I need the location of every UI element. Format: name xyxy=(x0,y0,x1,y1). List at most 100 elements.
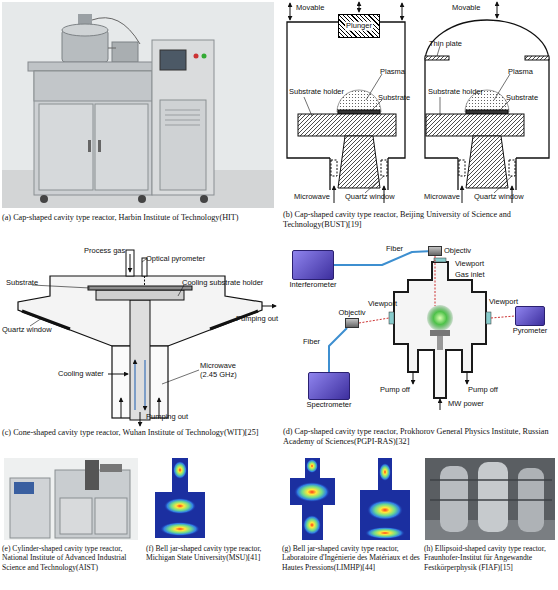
part-label: Microwave xyxy=(294,193,330,202)
dome-cavity-diagram xyxy=(437,46,512,193)
reactor-photo xyxy=(138,195,146,203)
field-simulation xyxy=(303,515,321,535)
part-label: Quartz window xyxy=(474,193,524,202)
reactor-photo xyxy=(40,195,48,203)
plasma-chamber-diagram xyxy=(430,330,450,336)
cone-cavity-diagram xyxy=(140,412,141,426)
ellipsoid-reactor-photo xyxy=(440,466,468,532)
node-label: Plunger xyxy=(345,22,373,31)
part-label: Plasma xyxy=(380,68,405,77)
cone-cavity-diagram xyxy=(144,276,145,286)
cone-cavity-diagram xyxy=(108,374,128,375)
ellipsoid-reactor-photo xyxy=(430,480,552,500)
cylinder-reactor-photo xyxy=(4,458,138,540)
dome-cavity-diagram xyxy=(459,160,465,176)
dome-cavity-diagram xyxy=(525,56,549,60)
part-label: Plasma xyxy=(508,68,533,77)
part-label: Substrate holder xyxy=(428,88,483,97)
cap-cavity-diagram xyxy=(298,114,396,136)
plasma-chamber-diagram xyxy=(389,312,394,324)
panel-caption: (f) Bell jar-shaped cavity type reactor,… xyxy=(146,544,278,563)
ellipsoid-reactor-photo xyxy=(425,458,555,540)
part-label: Quartz window xyxy=(2,326,52,335)
field-simulation xyxy=(367,500,403,520)
reactor-photo xyxy=(160,100,206,190)
dome-cavity-diagram xyxy=(466,136,508,188)
cap-cavity-diagram xyxy=(287,2,405,203)
part-label: Substrate xyxy=(378,94,410,103)
reactor-photo xyxy=(39,104,93,190)
field-simulation xyxy=(155,458,205,538)
part-label: Thin plate xyxy=(429,40,462,49)
field-simulation xyxy=(164,498,196,514)
cylinder-reactor-photo xyxy=(4,458,138,540)
panel-caption: (b) Cap-shaped cavity type reactor, Beij… xyxy=(283,210,555,231)
edge-label: Fiber xyxy=(386,245,403,254)
cone-cavity-diagram xyxy=(130,300,150,420)
cap-cavity-diagram xyxy=(359,2,360,12)
part-label: Substrate xyxy=(506,94,538,103)
cone-cavity-diagram xyxy=(121,398,122,418)
reactor-photo xyxy=(95,104,148,190)
part-label: Pump off xyxy=(380,386,410,395)
part-label: Process gas xyxy=(84,247,125,256)
part-label: Viewport xyxy=(368,300,397,309)
cone-cavity-diagram xyxy=(126,250,134,276)
field-simulation xyxy=(160,522,200,536)
cap-cavity-diagram xyxy=(330,158,388,190)
cone-cavity-diagram xyxy=(30,259,199,384)
reactor-photo xyxy=(200,195,208,203)
part-label: Optical pyrometer xyxy=(146,255,205,264)
reactor-photo xyxy=(88,140,91,152)
dome-cavity-diagram xyxy=(426,114,524,136)
panel-caption: (d) Cap-shaped cavity type reactor, Prok… xyxy=(283,427,555,448)
cone-cavity-diagram xyxy=(130,254,131,272)
field-simulation xyxy=(172,458,188,492)
field-simulation xyxy=(305,458,320,478)
reactor-photo xyxy=(160,50,186,70)
plasma-chamber-diagram xyxy=(437,336,443,350)
cone-cavity-diagram xyxy=(22,311,258,329)
part-label: Microwave xyxy=(424,193,460,202)
dome-cavity-diagram xyxy=(458,158,516,190)
dome-cavity-diagram xyxy=(509,160,515,176)
fiber-connector xyxy=(334,251,428,265)
reactor-photo xyxy=(194,54,199,59)
dome-cavity-diagram xyxy=(497,2,498,18)
part-label: Gas inlet xyxy=(455,271,485,280)
field-simulation xyxy=(378,458,392,490)
field-simulation xyxy=(294,482,330,502)
cap-cavity-diagram xyxy=(290,3,291,20)
field-simulation xyxy=(290,458,410,540)
cap-cavity-diagram xyxy=(331,160,337,176)
field-simulation xyxy=(290,478,335,505)
part-label: Viewport xyxy=(455,260,484,269)
cone-cavity-diagram xyxy=(96,290,184,300)
cone-cavity-diagram xyxy=(88,286,192,290)
field-simulation xyxy=(379,463,391,481)
reactor-photo xyxy=(112,42,138,62)
cone-cavity-diagram xyxy=(262,306,276,307)
plasma-chamber-diagram xyxy=(359,256,515,410)
reactor-photo xyxy=(152,40,214,195)
cap-cavity-diagram xyxy=(334,186,335,203)
plasma-chamber-diagram xyxy=(394,262,486,398)
panel-caption: (g) Bell jar-shaped cavity type reactor,… xyxy=(282,544,420,572)
field-simulation xyxy=(306,459,318,473)
part-label: Cooling substrate holder xyxy=(182,279,263,288)
reactor-photo xyxy=(165,110,200,125)
reactor-photo xyxy=(92,18,140,48)
cylinder-reactor-photo xyxy=(95,498,127,534)
cap-cavity-diagram xyxy=(338,110,380,114)
reactor-photo xyxy=(34,71,152,195)
part-label: Quartz window xyxy=(345,193,395,202)
panel-caption: (a) Cap-shaped cavity type reactor, Harb… xyxy=(2,213,277,223)
dome-cavity-diagram xyxy=(425,56,449,60)
reactor-photo xyxy=(202,54,207,59)
objective-lens: Objectiv xyxy=(345,318,359,328)
cone-cavity-diagram xyxy=(145,360,146,410)
dome-cavity-diagram xyxy=(425,2,549,203)
part-label: Cooling water xyxy=(58,370,104,379)
motion-label: Movable xyxy=(452,4,480,13)
plasma-chamber-diagram xyxy=(467,372,468,384)
